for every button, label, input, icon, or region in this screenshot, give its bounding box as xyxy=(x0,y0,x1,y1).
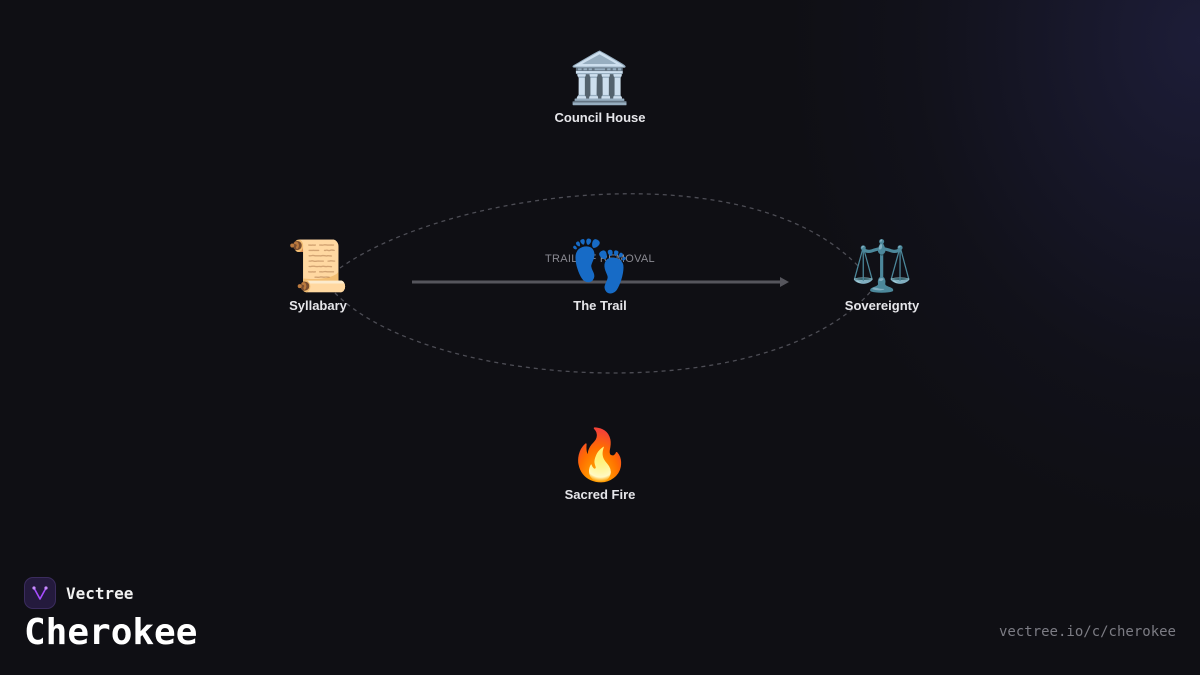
upper-dashed-arc xyxy=(339,193,861,269)
brand-name: Vectree xyxy=(66,583,134,603)
node-label-sacred-fire: Sacred Fire xyxy=(564,487,636,502)
scroll-icon: 📜 xyxy=(286,237,350,295)
classical-building-icon: 🏛️ xyxy=(568,49,632,107)
node-sovereignty[interactable]: ⚖️ Sovereignty xyxy=(812,236,952,313)
page-title: Cherokee xyxy=(24,612,198,653)
node-label-council-house: Council House xyxy=(554,110,646,125)
vectree-logo-icon xyxy=(24,577,56,609)
node-label-sovereignty: Sovereignty xyxy=(844,298,920,313)
node-syllabary[interactable]: 📜 Syllabary xyxy=(248,236,388,313)
edge-label-trail-of-removal: TRAIL OF REMOVAL xyxy=(545,253,655,265)
node-sacred-fire[interactable]: 🔥 Sacred Fire xyxy=(530,425,670,502)
node-the-trail[interactable]: 👣 The Trail xyxy=(530,236,670,313)
brand[interactable]: Vectree xyxy=(24,577,133,609)
balance-scale-icon: ⚖️ xyxy=(850,237,914,295)
node-label-syllabary: Syllabary xyxy=(289,298,347,313)
lower-dashed-arc xyxy=(334,289,873,374)
node-council-house[interactable]: 🏛️ Council House xyxy=(530,48,670,125)
footer-url[interactable]: vectree.io/c/cherokee xyxy=(998,624,1176,640)
fire-icon: 🔥 xyxy=(568,426,632,484)
footprints-icon: 👣 xyxy=(568,237,632,295)
node-label-the-trail: The Trail xyxy=(573,298,627,313)
